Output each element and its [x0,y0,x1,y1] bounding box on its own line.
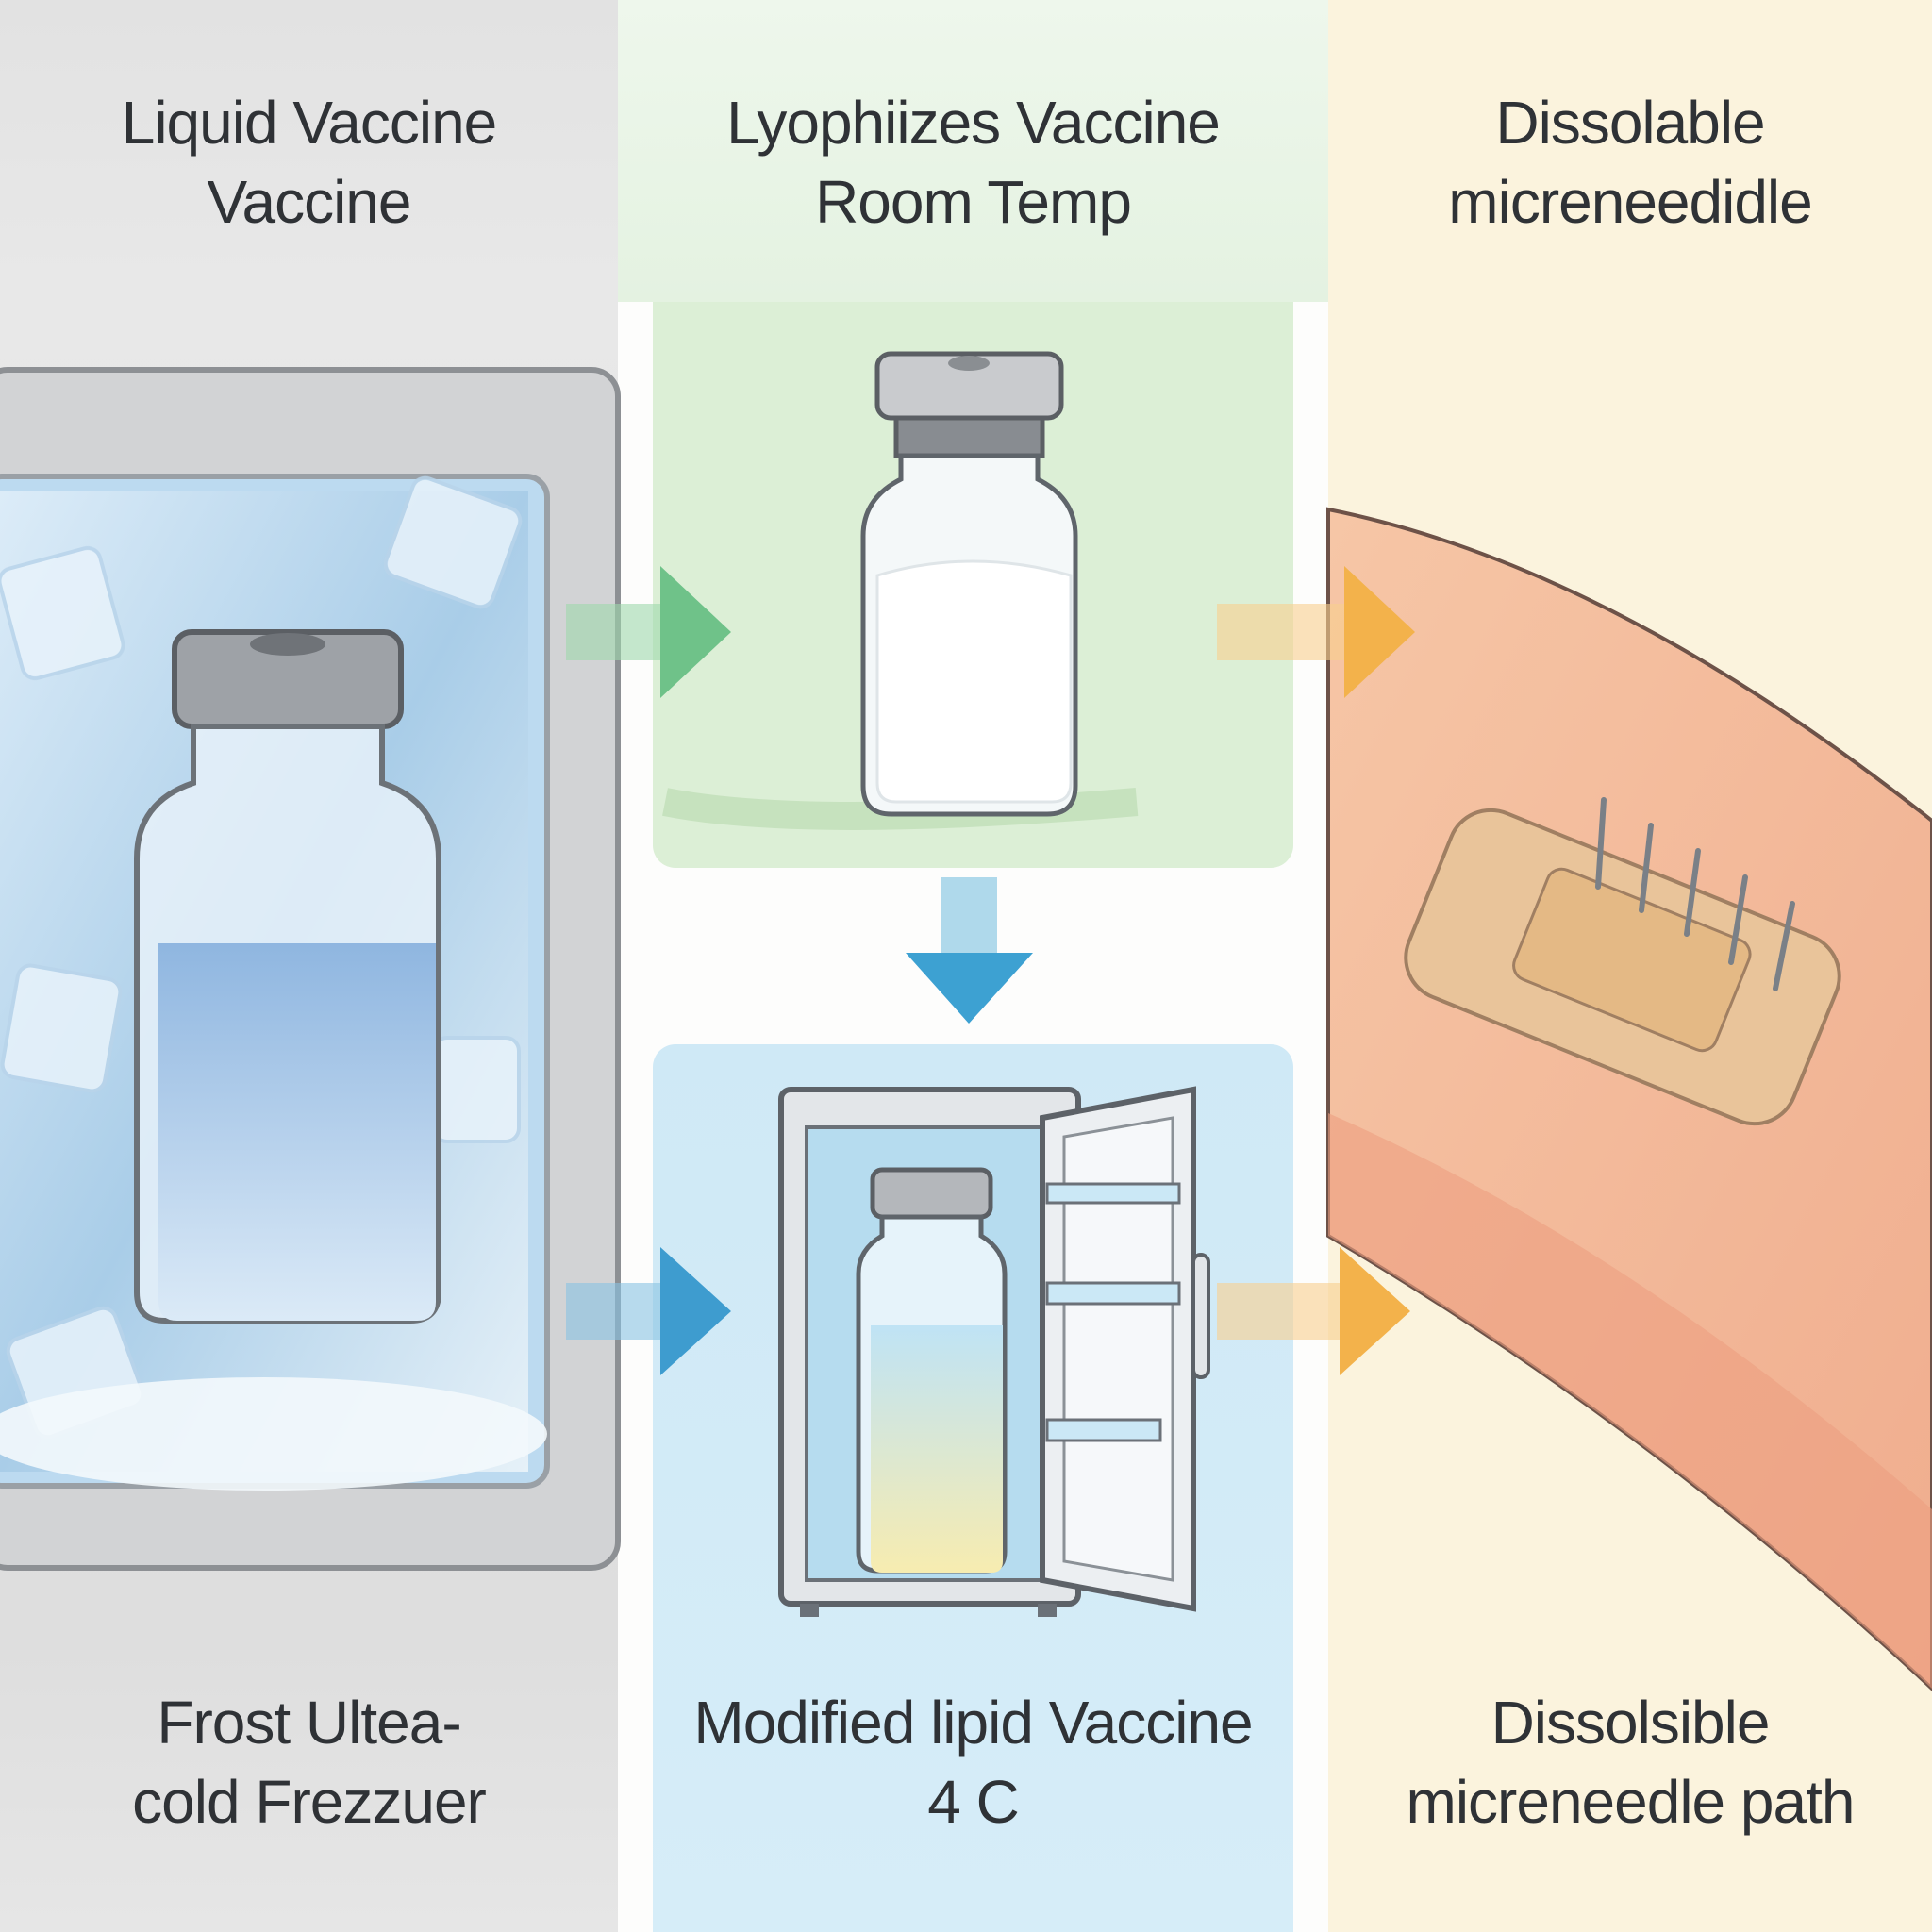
snow [0,1377,547,1491]
arrow-fridge-to-patch [1217,1247,1410,1375]
caption-line: Frost Ultea- [157,1689,461,1757]
title-line: micreneedidle [1448,168,1812,236]
microneedle-title: Dissolable micreneedidle [1328,83,1932,242]
caption-line: Modified lipid Vaccine [693,1689,1253,1757]
caption-line: cold Frezzuer [132,1768,487,1836]
lyophilized-header-bg [618,0,1328,302]
lyophilized-vaccine-title: Lyophiizes Vaccine Room Temp [653,83,1293,242]
arrow-lyophilized-to-fridge [906,877,1033,1024]
arm-with-microneedle-patch [1326,507,1932,1691]
lyophilized-vaccine-vial [662,351,1139,830]
caption-line: 4 C [927,1768,1020,1836]
title-line: Lyophiizes Vaccine [726,89,1221,157]
modified-lipid-caption: Modified lipid Vaccine 4 C [653,1683,1293,1841]
microneedle-patch-caption: Dissolsible micreneedle path [1328,1683,1932,1841]
arrow-liquid-to-lyophilized [566,566,731,698]
arrow-lyophilized-to-patch [1217,566,1415,698]
title-line: Vaccine [207,168,412,236]
title-line: Room Temp [815,168,1132,236]
caption-line: Dissolsible [1491,1689,1771,1757]
refrigerator [778,1086,1210,1617]
title-line: Dissolable [1495,89,1765,157]
arrow-freezer-to-fridge [566,1247,731,1375]
freezer-caption: Frost Ultea- cold Frezzuer [0,1683,618,1841]
liquid-vaccine-title: Liquid Vaccine Vaccine [0,83,618,242]
title-line: Liquid Vaccine [121,89,498,157]
caption-line: micreneedle path [1406,1768,1856,1836]
liquid-vaccine-vial [134,629,441,1324]
